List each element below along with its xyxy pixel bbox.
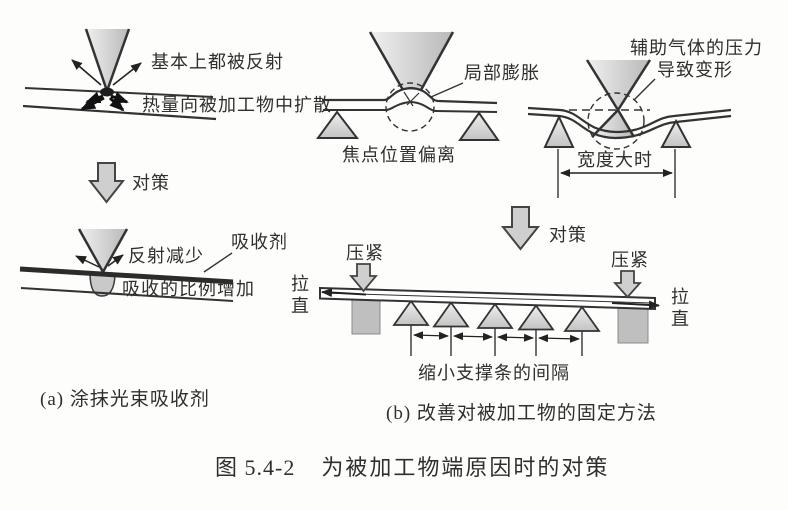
heat-diffusion-arrow [80, 96, 105, 111]
beam-contact-spot [100, 87, 114, 97]
label-heat-diffusion: 热量向被加工物中扩散 [142, 95, 332, 115]
support-triangle [316, 110, 360, 139]
label-pull-straight-right: 拉直 [671, 287, 689, 329]
label-large-width: 宽度大时 [577, 150, 653, 170]
support-triangle [543, 114, 575, 148]
label-pull-straight-left: 拉直 [291, 274, 309, 316]
spacing-dimension-arrow [453, 332, 493, 341]
laser-cone-edge [101, 228, 129, 273]
support-triangle [476, 302, 514, 329]
laser-cone-edge [77, 228, 105, 273]
support-triangle [432, 300, 470, 328]
laser-cone-edge [591, 109, 619, 138]
laser-cone [79, 229, 127, 272]
heat-diffusion-arrow [108, 96, 125, 112]
laser-cone [370, 32, 453, 90]
dashed-highlight-circle [587, 92, 645, 150]
spacing-dimension-arrow [538, 334, 580, 343]
countermeasure-down-arrow [500, 206, 541, 251]
laser-cone-edge [368, 31, 405, 91]
laser-cone [86, 29, 129, 91]
focus-mark [403, 91, 414, 107]
figure-title: 为被加工物端原因时的对策 [321, 455, 610, 480]
melt-pool [89, 272, 116, 297]
panel-a-solution-diagram [19, 228, 234, 302]
support-triangle [660, 118, 692, 148]
label-clamp-right: 压紧 [611, 250, 649, 270]
support-triangle [392, 299, 430, 326]
workpiece-bottom-line [20, 287, 234, 302]
sagging-plate-bottom-line [527, 112, 732, 140]
laser-cone-edge [616, 109, 636, 138]
panel-b-gas-problem-diagram [527, 59, 732, 198]
workpiece-bottom-line [22, 104, 217, 121]
label-reflection-reduced: 反射减少 [128, 246, 204, 266]
label-countermeasure-b: 对策 [549, 225, 587, 245]
label-reduce-support-spacing: 缩小支撑条的间隔 [418, 363, 570, 383]
laser-cone-edge [585, 59, 620, 111]
label-clamp-left: 压紧 [346, 243, 384, 263]
bulge-pointer-line [430, 82, 464, 98]
clamp-block [351, 298, 381, 335]
spacing-dimension-arrow [413, 331, 449, 340]
dashed-highlight-circle [385, 82, 435, 132]
reflection-arrow [112, 62, 142, 86]
gas-pointer-line [633, 78, 656, 101]
countermeasure-down-arrow [87, 162, 126, 204]
support-triangle [517, 303, 555, 331]
caption-panel-a: (a) 涂抹光束吸收剂 [40, 389, 210, 410]
support-triangle [563, 305, 601, 332]
reflection-arrow [71, 59, 102, 86]
laser-cone-edge [419, 31, 455, 91]
figure-number: 图 5.4-2 [215, 455, 296, 480]
bulged-plate-bottom-line [323, 100, 498, 113]
label-local-expansion: 局部膨胀 [464, 63, 540, 83]
label-assist-gas-line2: 导致变形 [657, 60, 733, 80]
pull-straight-arrow-left [321, 288, 367, 298]
caption-panel-b: (b) 改善对被加工物的固定方法 [386, 403, 657, 424]
absorbent-coating-line [19, 266, 234, 285]
spacing-dimension-arrow [497, 333, 534, 342]
label-assist-gas-line1: 辅助气体的压力 [630, 38, 763, 58]
laser-cone-edge [84, 28, 109, 92]
label-focus-deviation: 焦点位置偏离 [342, 145, 456, 165]
reduced-reflection-arrow [107, 254, 124, 267]
absorbent-pointer-line [203, 252, 233, 273]
pull-straight-arrow-right [611, 300, 660, 310]
panel-b-focus-problem-diagram [316, 31, 500, 141]
workpiece-bar-inner-line [323, 292, 653, 304]
label-mostly-reflected: 基本上都被反射 [151, 52, 284, 72]
laser-cone-upper [587, 60, 650, 110]
laser-cone-edge [105, 28, 131, 92]
laser-cone-edge [616, 59, 652, 111]
support-triangle [458, 111, 500, 141]
clamp-block [617, 307, 649, 344]
sagging-plate-top-line [527, 106, 732, 134]
reduced-reflection-arrow [75, 255, 100, 268]
panel-b-solution-diagram [319, 263, 660, 356]
label-absorption-increased: 吸收的比例增加 [122, 279, 255, 299]
label-countermeasure-a: 对策 [132, 173, 170, 193]
figure-caption: 图 5.4-2 为被加工物端原因时的对策 [215, 450, 609, 482]
panel-a-problem-diagram [22, 28, 217, 121]
press-down-arrow [612, 270, 643, 299]
label-absorbent: 吸收剂 [231, 232, 288, 252]
press-down-arrow [349, 263, 378, 293]
